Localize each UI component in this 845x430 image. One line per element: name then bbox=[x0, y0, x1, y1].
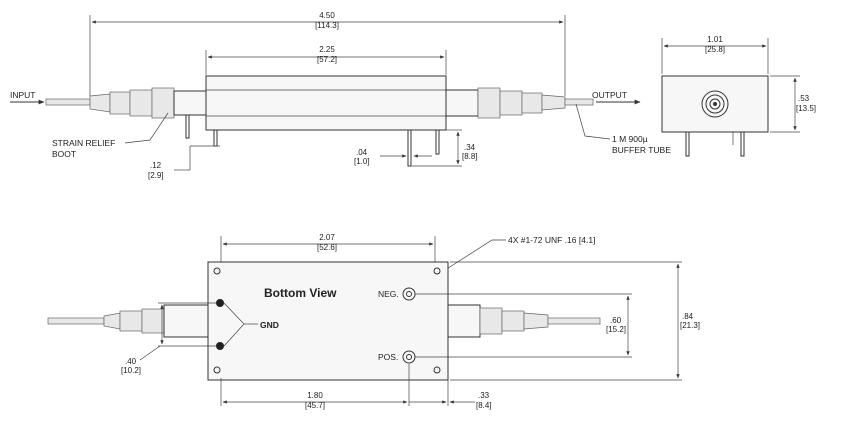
gnd-pin bbox=[216, 342, 224, 350]
leader-line bbox=[139, 345, 161, 361]
leader-line bbox=[575, 103, 611, 140]
mounting-hole bbox=[433, 366, 441, 374]
pin bbox=[740, 131, 745, 157]
dim-bottom-top-mm: [52.6] bbox=[317, 243, 337, 252]
neg-label: NEG. bbox=[378, 289, 399, 299]
boot-segment bbox=[499, 90, 523, 116]
end-view: 1.01 [25.8] .53 [13.5] bbox=[661, 35, 816, 157]
bottom-view-title: Bottom View bbox=[264, 286, 337, 300]
collar-left bbox=[173, 90, 207, 116]
strain-relief-boot-right bbox=[541, 94, 566, 111]
strain-relief-boot-left bbox=[89, 93, 111, 113]
boot bbox=[103, 312, 121, 330]
boot-segment bbox=[119, 310, 143, 332]
dim-pin-spacing-mm: [15.2] bbox=[606, 325, 626, 334]
boot-segment bbox=[109, 91, 131, 115]
dim-end-width-mm: [25.8] bbox=[705, 45, 725, 54]
collar-right bbox=[447, 304, 481, 338]
dim-pin-len-in: .34 bbox=[464, 143, 476, 152]
pin bbox=[213, 129, 218, 147]
input-fiber bbox=[47, 317, 105, 325]
ferrule-left bbox=[151, 87, 175, 119]
dim-right-offset-in: .33 bbox=[478, 391, 490, 400]
input-fiber bbox=[45, 98, 91, 106]
pin bbox=[185, 114, 190, 139]
mounting-hole bbox=[213, 366, 221, 374]
thread-note: 4X #1-72 UNF .16 [4.1] bbox=[508, 235, 595, 245]
dim-bottom-height-mm: [21.3] bbox=[680, 321, 700, 330]
output-label: OUTPUT bbox=[592, 90, 627, 100]
mounting-hole bbox=[433, 267, 441, 275]
input-label: INPUT bbox=[10, 90, 36, 100]
dim-bottom-length-in: 1.80 bbox=[307, 391, 323, 400]
dim-bottom-top-in: 2.07 bbox=[319, 233, 335, 242]
device-body bbox=[205, 75, 447, 131]
pin bbox=[435, 129, 440, 155]
fiber-port-outer bbox=[701, 90, 729, 118]
top-view: 4.50 [114.3] 2.25 [57.2] INPUT OUTPUT bbox=[10, 11, 671, 180]
bottom-view: 2.07 [52.6] 4X #1-72 UNF .16 [4.1] Botto… bbox=[47, 233, 700, 410]
dim-end-height-in: .53 bbox=[798, 94, 810, 103]
boot bbox=[523, 312, 549, 330]
leader-line bbox=[441, 239, 506, 273]
dim-right-offset-mm: [8.4] bbox=[476, 401, 492, 410]
dim-bottom-length-mm: [45.7] bbox=[305, 401, 325, 410]
buffer-tube-label-1: 1 M 900µ bbox=[612, 134, 648, 144]
fiber-core bbox=[713, 102, 717, 106]
ferrule-left bbox=[141, 308, 165, 334]
output-fiber bbox=[564, 98, 594, 106]
dim-end-height-mm: [13.5] bbox=[796, 104, 816, 113]
pin bbox=[407, 129, 412, 167]
pos-label: POS. bbox=[378, 352, 398, 362]
gnd-pin bbox=[216, 299, 224, 307]
dim-pin-len-mm: [8.8] bbox=[462, 152, 478, 161]
ferrule-right bbox=[477, 87, 501, 119]
dim-overall-mm: [114.3] bbox=[315, 21, 339, 30]
output-fiber bbox=[547, 317, 601, 325]
leader-line bbox=[124, 112, 169, 144]
buffer-tube-label-2: BUFFER TUBE bbox=[612, 145, 671, 155]
fiber-port-inner bbox=[709, 98, 721, 110]
dim-pin-dia-in: .04 bbox=[356, 148, 368, 157]
dim-bottom-height-in: .84 bbox=[682, 312, 694, 321]
dim-pin-dia-mm: [1.0] bbox=[354, 157, 370, 166]
dim-body-mm: [57.2] bbox=[317, 55, 337, 64]
bottom-body bbox=[207, 261, 449, 381]
strain-relief-label-1: STRAIN RELIEF bbox=[52, 138, 115, 148]
boot-segment bbox=[521, 92, 543, 114]
dim-pin-spacing-in: .60 bbox=[610, 316, 622, 325]
mounting-hole bbox=[213, 267, 221, 275]
dim-pin-offset-mm: [2.9] bbox=[148, 171, 164, 180]
collar-right bbox=[445, 89, 479, 117]
gnd-label: GND bbox=[260, 320, 279, 330]
dim-gnd-spacing-mm: [10.2] bbox=[121, 366, 141, 375]
collar-left bbox=[163, 304, 209, 338]
dim-body-in: 2.25 bbox=[319, 45, 335, 54]
dim-overall-in: 4.50 bbox=[319, 11, 335, 20]
ferrule-right bbox=[479, 307, 503, 335]
strain-relief-label-2: BOOT bbox=[52, 149, 76, 159]
dim-pin-offset-in: .12 bbox=[150, 161, 162, 170]
boot-segment bbox=[129, 89, 153, 117]
pin bbox=[685, 131, 690, 157]
fiber-port-ring bbox=[705, 94, 725, 114]
boot-segment bbox=[501, 310, 525, 332]
dim-end-width-in: 1.01 bbox=[707, 35, 723, 44]
dim-gnd-spacing-in: .40 bbox=[125, 357, 137, 366]
pos-pin-inner bbox=[406, 354, 412, 360]
neg-pin-inner bbox=[406, 291, 412, 297]
